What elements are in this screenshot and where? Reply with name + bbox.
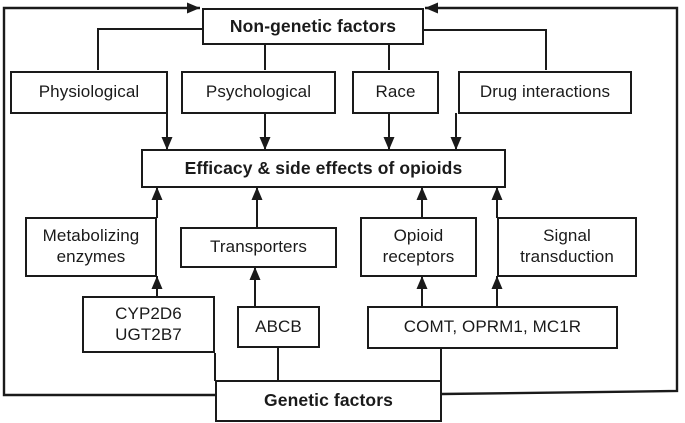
node-physiological: Physiological bbox=[10, 71, 168, 114]
node-efficacy-side-effects: Efficacy & side effects of opioids bbox=[141, 149, 506, 188]
node-race: Race bbox=[352, 71, 439, 114]
edge-nongenetic-physiological bbox=[97, 28, 202, 70]
edge-genetic-to-nongenetic-left bbox=[2, 2, 215, 397]
node-non-genetic-factors: Non-genetic factors bbox=[202, 8, 424, 45]
edge-nongenetic-druginteractions bbox=[424, 29, 547, 70]
node-cyp2d6-ugt2b7: CYP2D6 UGT2B7 bbox=[82, 296, 215, 353]
edge-genetic-to-nongenetic-right bbox=[425, 2, 679, 396]
node-opioid-receptors: Opioid receptors bbox=[360, 217, 477, 277]
node-transporters: Transporters bbox=[180, 227, 337, 268]
node-genetic-factors: Genetic factors bbox=[215, 380, 442, 422]
node-signal-transduction: Signal transduction bbox=[497, 217, 637, 277]
node-metabolizing-enzymes: Metabolizing enzymes bbox=[25, 217, 157, 277]
node-psychological: Psychological bbox=[181, 71, 336, 114]
node-abcb: ABCB bbox=[237, 306, 320, 348]
node-comt-oprm1-mc1r: COMT, OPRM1, MC1R bbox=[367, 306, 618, 349]
node-drug-interactions: Drug interactions bbox=[458, 71, 632, 114]
